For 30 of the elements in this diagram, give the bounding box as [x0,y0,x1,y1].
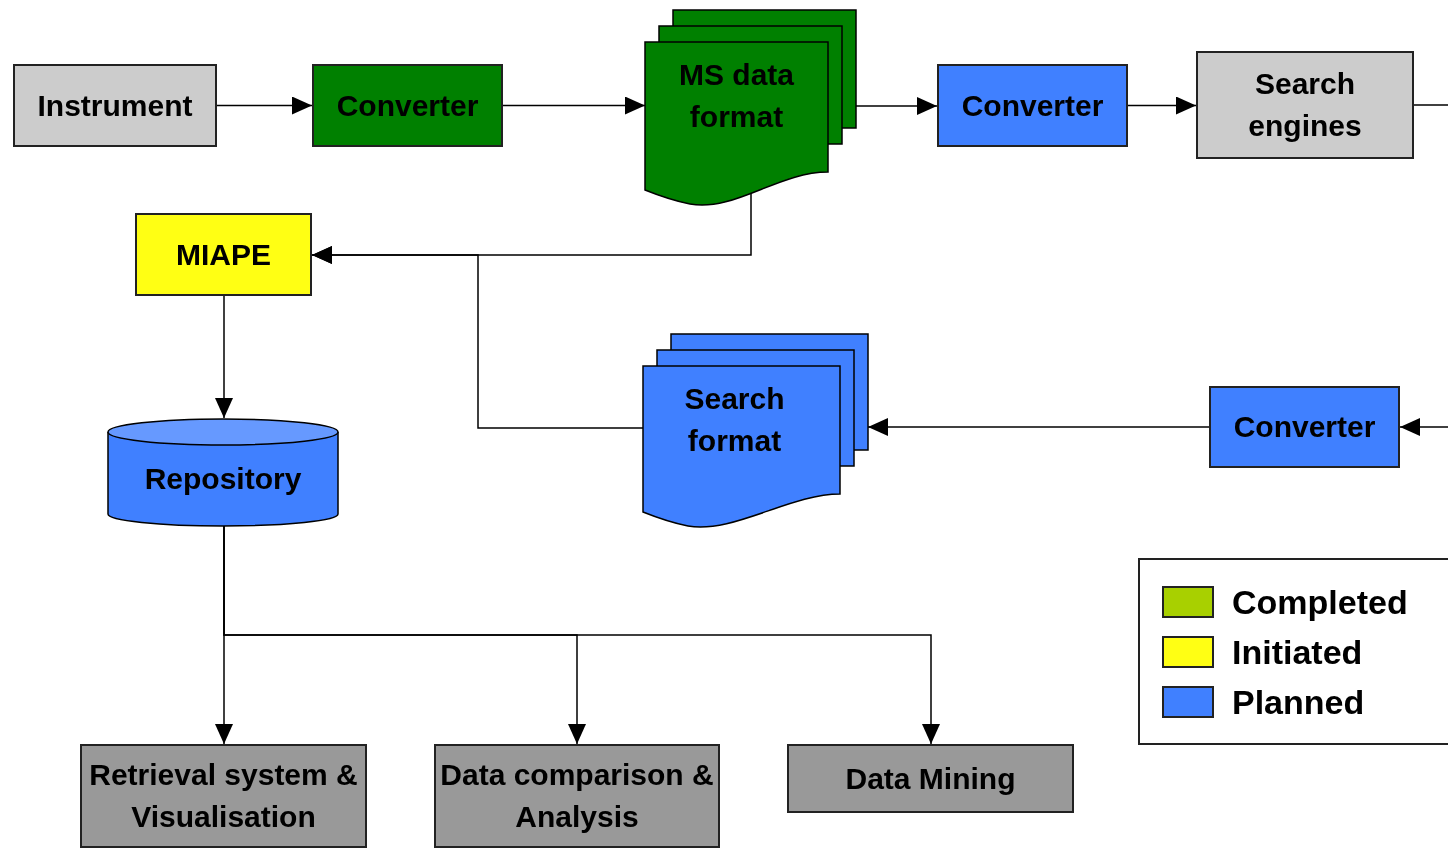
node-label: Repository [143,461,303,497]
arrow [502,96,646,115]
database-cylinder [107,418,339,526]
process-box [312,64,503,147]
arrow [215,295,233,419]
node-label: Converter [960,87,1105,124]
process-box [787,744,1074,813]
node-label: Retrieval system & Visualisation [88,757,359,835]
legend-label: Completed [1232,581,1408,622]
process-box [1196,51,1414,159]
process-box [135,213,312,296]
arrow [311,246,644,429]
arrow [216,96,313,115]
process-box [1209,386,1400,468]
node-label: Data comparison & Analysis [439,757,715,835]
node-label: MIAPE [175,236,272,273]
process-box [13,64,217,147]
legend-label: Planned [1232,681,1365,722]
process-box [937,64,1128,147]
arrow [1399,418,1448,436]
node-label: Data Mining [844,760,1017,797]
node-label: Converter [1232,409,1377,445]
legend-label: Initiated [1232,631,1363,672]
process-box [434,744,720,848]
node-label: Search engines [1247,66,1363,144]
process-box [80,744,367,848]
node-label: Instrument [36,87,194,124]
node-label: Converter [335,87,480,124]
arrow [223,525,940,745]
arrow [1127,96,1197,115]
